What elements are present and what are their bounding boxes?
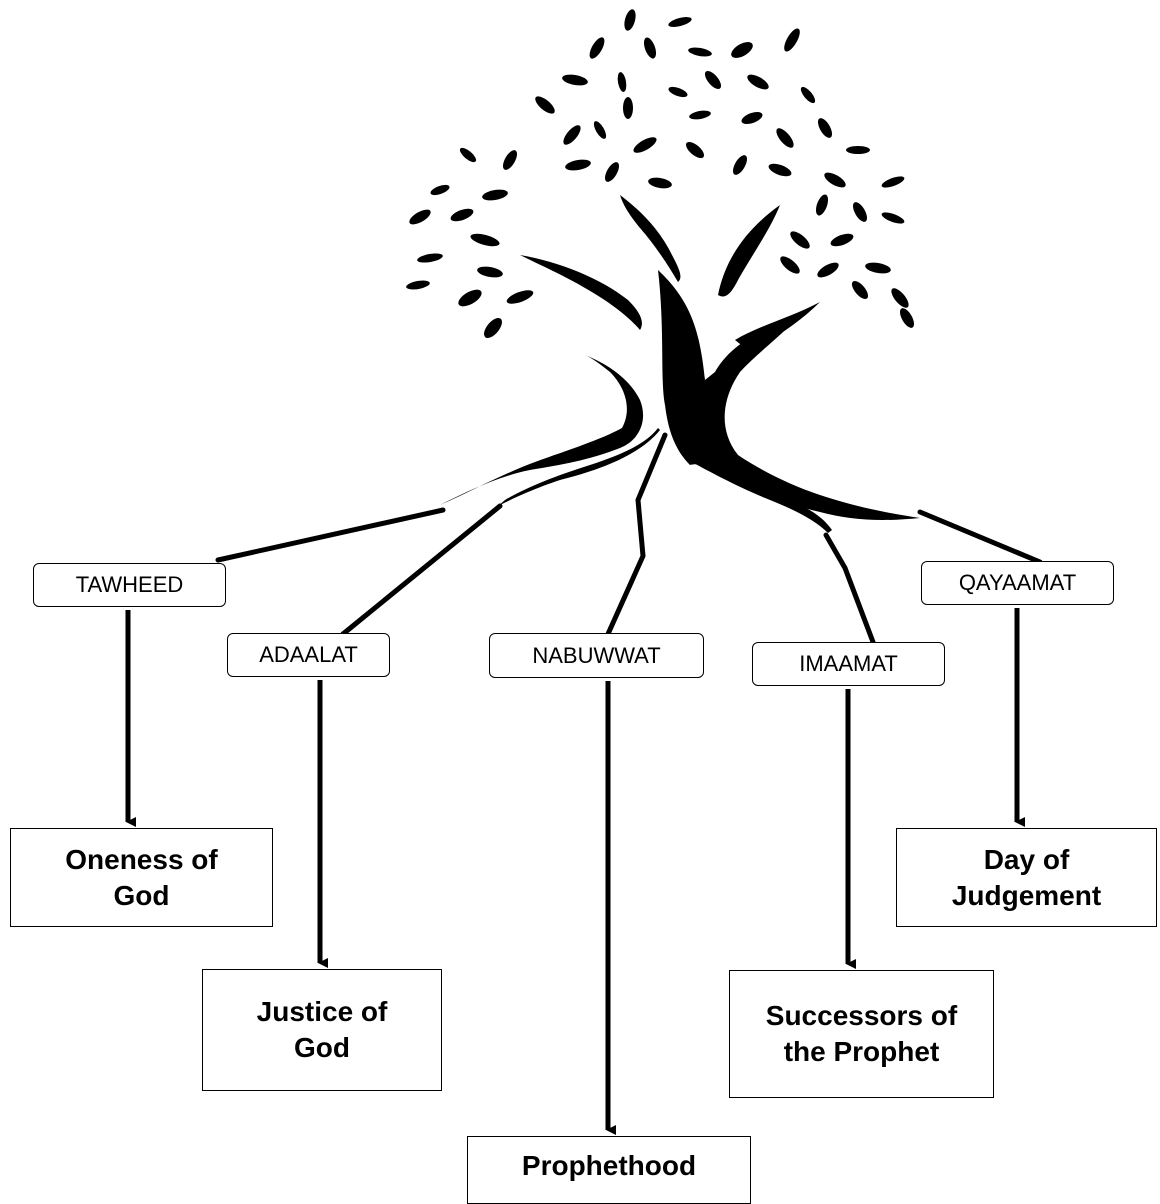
root-lines: [215, 432, 1043, 645]
meaning-oneness-of-god: Oneness of God: [10, 828, 273, 927]
meaning-successors-of-the-prophet: Successors of the Prophet: [729, 970, 994, 1098]
root-label-adaalat: ADAALAT: [227, 633, 390, 677]
meaning-prophethood: Prophethood: [467, 1136, 751, 1204]
root-line-imaamat: [823, 532, 876, 645]
meaning-day-of-judgement: Day of Judgement: [896, 828, 1157, 927]
root-label-nabuwwat: NABUWWAT: [489, 633, 704, 678]
meaning-justice-of-god: Justice of God: [202, 969, 442, 1091]
tree-icon: [406, 9, 920, 533]
root-label-tawheed: TAWHEED: [33, 563, 226, 607]
root-line-tawheed: [215, 507, 446, 563]
root-label-qayaamat: QAYAAMAT: [921, 561, 1114, 605]
root-line-nabuwwat: [605, 432, 668, 637]
arrows: [125, 608, 1025, 1135]
root-line-qayaamat: [917, 509, 1043, 565]
root-label-imaamat: IMAAMAT: [752, 642, 945, 686]
root-line-adaalat: [340, 503, 503, 637]
